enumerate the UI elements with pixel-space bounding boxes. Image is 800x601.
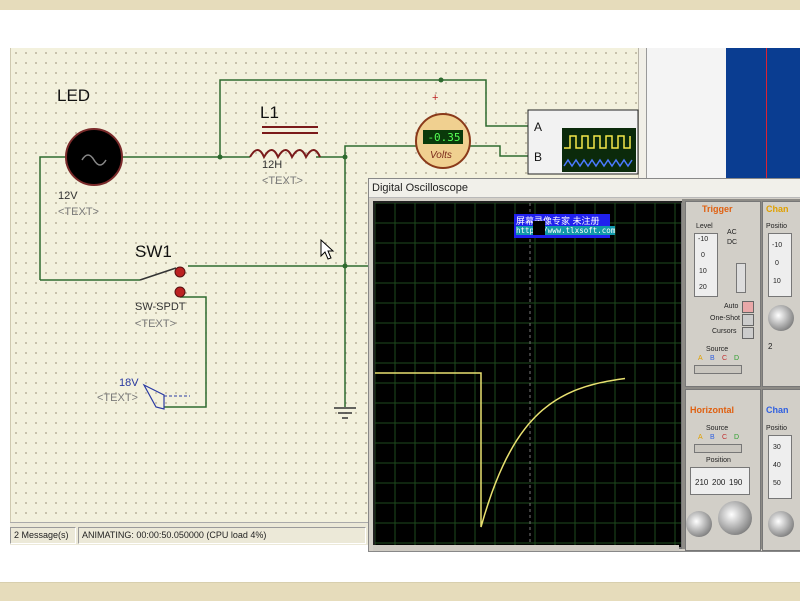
trigger-one-shot: One-Shot (710, 315, 740, 322)
oscilloscope-window[interactable]: Digital Oscilloscope 屏幕录像专家 未注册 http://w… (368, 178, 800, 552)
scope-channel-b: B (534, 150, 543, 164)
channel-b-position-dial[interactable]: 30 40 50 (768, 435, 792, 499)
led-value: 12V (58, 190, 78, 202)
horizontal-source-label: Source (706, 425, 729, 432)
cha-tick-2: 0 (775, 260, 779, 267)
led-lamp-icon[interactable] (65, 128, 123, 186)
level-tick-2: 0 (701, 252, 705, 259)
channel-b-title: Chan (766, 405, 789, 415)
trigger-cursors: Cursors (712, 328, 737, 335)
cha-tick-3: 10 (773, 278, 781, 285)
switch-lever-icon[interactable] (139, 267, 177, 281)
auto-button[interactable] (742, 301, 754, 313)
trigger-level-dial[interactable]: -10 0 10 20 (694, 233, 718, 297)
trigger-source-slider[interactable] (694, 365, 742, 374)
cursors-button[interactable] (742, 327, 754, 339)
trigger-edge-switch[interactable] (736, 263, 746, 293)
led-name: LED (57, 86, 91, 105)
voltmeter-unit: Volts (430, 150, 452, 161)
hpos-tick-1: 210 (695, 478, 709, 487)
scope-control-panel: Trigger Level -10 0 10 20 AC DC Auto One… (682, 199, 800, 551)
scope-trace-a (375, 372, 626, 528)
scope-channel-a: A (534, 120, 543, 134)
horizontal-source-a[interactable]: A (698, 434, 703, 441)
chb-tick-2: 40 (773, 462, 781, 469)
recorder-watermark: 屏幕录像专家 未注册 http://www.tlxsoft.com (514, 214, 616, 238)
bottom-band (0, 582, 800, 601)
status-bar: 2 Message(s) ANIMATING: 00:00:50.050000 … (10, 522, 370, 545)
horizontal-source-c[interactable]: C (722, 434, 728, 441)
level-tick-4: 20 (699, 284, 707, 291)
cha-tick-1: -10 (772, 242, 783, 249)
inductor-name: L1 (260, 103, 279, 122)
watermark-line2: http://www.tlxsoft.com (516, 226, 616, 235)
horizontal-source-slider[interactable] (694, 444, 742, 453)
scope-plot (375, 203, 681, 547)
led-text: <TEXT> (58, 206, 99, 218)
channel-a-position-label: Positio (766, 223, 788, 230)
voltmeter-reading: -0.35 (427, 131, 461, 144)
watermark-cover (533, 221, 545, 235)
hpos-tick-3: 190 (729, 478, 743, 487)
timebase-knob-coarse[interactable] (686, 511, 712, 537)
hpos-tick-2: 200 (712, 478, 726, 487)
channel-a-volts-knob[interactable] (768, 305, 794, 331)
switch-type: SW-SPDT (135, 301, 186, 313)
background-window (646, 48, 727, 180)
trigger-source-label: Source (706, 346, 729, 353)
trigger-source-b[interactable]: B (710, 355, 715, 362)
level-tick-1: -10 (698, 236, 709, 243)
level-tick-3: 10 (699, 268, 707, 275)
timebase-knob-fine[interactable] (718, 501, 752, 535)
trigger-ac[interactable]: AC (727, 229, 737, 236)
horizontal-source-d[interactable]: D (734, 434, 740, 441)
inductor-value: 12H (262, 159, 283, 171)
horizontal-position-dial[interactable]: 210 200 190 (690, 467, 750, 495)
inductor-coil-icon[interactable] (249, 149, 321, 160)
horizontal-position-label: Position (706, 457, 731, 464)
trigger-source-c[interactable]: C (722, 355, 728, 362)
switch-name: SW1 (135, 242, 172, 261)
mouse-cursor-icon (320, 238, 335, 260)
voltmeter-plus: + (432, 92, 439, 104)
chb-tick-1: 30 (773, 444, 781, 451)
trigger-source-a[interactable]: A (698, 355, 703, 362)
horizontal-title: Horizontal (690, 405, 734, 415)
power-value: 18V (119, 377, 139, 389)
trigger-title: Trigger (702, 204, 733, 214)
trigger-dc[interactable]: DC (727, 239, 738, 246)
power-text: <TEXT> (97, 392, 138, 404)
channel-a-title: Chan (766, 204, 789, 214)
trigger-level-label: Level (696, 223, 713, 230)
watermark-line1: 屏幕录像专家 未注册 (516, 216, 600, 226)
scope-screen: 屏幕录像专家 未注册 http://www.tlxsoft.com (373, 201, 683, 549)
trigger-source-d[interactable]: D (734, 355, 740, 362)
channel-a-value: 2 (768, 342, 773, 351)
one-shot-button[interactable] (742, 314, 754, 326)
message-count[interactable]: 2 Message(s) (10, 527, 76, 544)
chb-tick-3: 50 (773, 480, 781, 487)
animation-status: ANIMATING: 00:00:50.050000 (CPU load 4%) (78, 527, 366, 544)
channel-b-volts-knob[interactable] (768, 511, 794, 537)
scope-horizontal-scrollbar[interactable] (373, 545, 679, 551)
oscilloscope-title: Digital Oscilloscope (369, 179, 800, 198)
background-window-titlebar (726, 48, 800, 180)
red-guide-line (766, 48, 767, 180)
channel-a-position-dial[interactable]: -10 0 10 (768, 233, 792, 297)
trigger-auto: Auto (724, 303, 739, 310)
switch-text: <TEXT> (135, 318, 176, 330)
inductor-text: <TEXT> (262, 175, 303, 187)
horizontal-source-b[interactable]: B (710, 434, 715, 441)
channel-b-position-label: Positio (766, 425, 788, 432)
